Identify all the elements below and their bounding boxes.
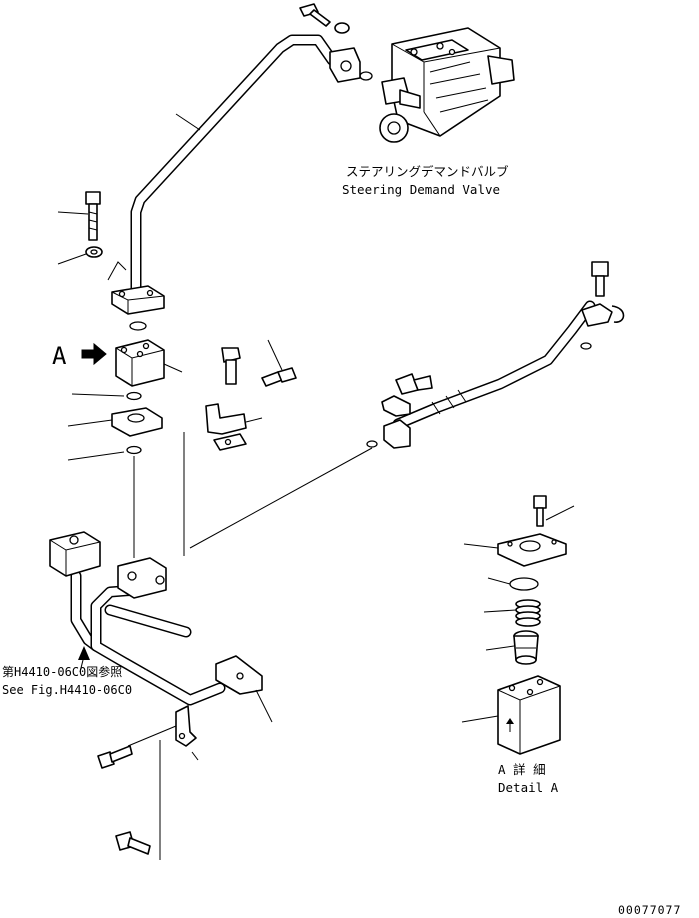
leader-flange-washer	[57, 253, 87, 265]
valve-name-en: Steering Demand Valve	[342, 182, 500, 197]
assembly-line-hose	[189, 447, 373, 549]
assembly-line-3	[127, 725, 177, 747]
valve-mount-bolt	[299, 3, 331, 27]
pipe-flange-upper	[111, 285, 165, 315]
adapter-flange	[111, 407, 163, 437]
leader-detail-block	[461, 715, 499, 723]
steering-hose	[381, 300, 613, 449]
pipe-assembly-lower	[49, 531, 263, 706]
o-ring-lower	[126, 445, 142, 455]
view-a-callout: A	[52, 342, 67, 370]
leader-support-bracket	[191, 751, 199, 761]
valve-o-ring	[359, 71, 373, 81]
detail-check-valve	[513, 630, 539, 665]
leader-detail-bolt	[545, 505, 575, 521]
detail-flange	[497, 533, 567, 567]
hose-clip	[611, 305, 625, 323]
leader-bracket	[245, 417, 263, 423]
leader-o-ring-mid	[71, 393, 125, 397]
detail-title-en: Detail A	[498, 780, 559, 795]
reference-jp: 第H4410-06C0図参照	[2, 664, 122, 679]
valve-name-jp: ステアリングデマンドバルブ	[346, 164, 509, 179]
leader-stud	[267, 339, 283, 371]
support-bolt-2	[115, 831, 151, 855]
flow-direction-icon	[78, 646, 90, 673]
detail-o-ring	[509, 577, 539, 591]
leader-detail-flange	[463, 543, 499, 549]
leader-detail-check-valve	[485, 645, 515, 651]
break-line	[107, 261, 127, 281]
detail-spring	[515, 599, 541, 627]
valve-block	[115, 339, 165, 387]
flange-bolt	[85, 191, 101, 241]
leader-detail-spring	[483, 609, 517, 613]
steering-pipe-upper	[130, 34, 361, 296]
valve-washer	[334, 22, 350, 34]
hose-bolt-left	[395, 373, 433, 395]
detail-bolt	[533, 495, 547, 527]
detail-title-jp: A 詳 細	[498, 762, 546, 777]
detail-a-view	[461, 495, 575, 755]
leader-valve-block	[163, 363, 183, 373]
clamp-stud	[261, 367, 297, 387]
view-arrow-icon	[81, 342, 107, 366]
hose-o-ring	[366, 440, 378, 448]
support-bracket	[175, 705, 197, 747]
drawing-number: 00077077	[618, 903, 681, 917]
clamp-bracket	[205, 403, 247, 451]
hose-bolt-right	[591, 261, 609, 297]
leader-pipe	[175, 113, 201, 131]
detail-block	[497, 675, 561, 755]
reference-en: See Fig.H4410-06C0	[2, 683, 132, 697]
leader-flange-bolt	[57, 211, 89, 215]
leader-adapter-flange	[67, 419, 113, 427]
leader-detail-o-ring	[487, 577, 511, 585]
hose-o-ring-right	[580, 342, 592, 350]
leader-end-flange	[255, 689, 273, 723]
o-ring-upper	[129, 321, 147, 331]
o-ring-mid	[126, 391, 142, 401]
leader-o-ring-lower	[67, 451, 125, 461]
clamp-bolt	[221, 347, 241, 385]
support-bolt	[97, 745, 133, 769]
steering-demand-valve	[299, 3, 515, 143]
